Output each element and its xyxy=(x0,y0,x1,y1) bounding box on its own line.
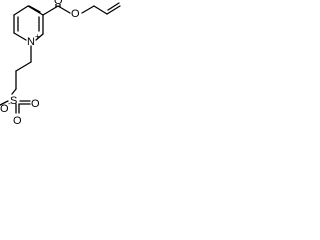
structure-canvas: O O N + S O O O - xyxy=(0,0,163,149)
label-mask-o-carbonyl xyxy=(53,0,63,4)
bond-carbonyl-o-ester xyxy=(57,5,71,14)
atom-o-anion: O xyxy=(0,103,9,115)
bond-s-o-anion xyxy=(0,100,9,106)
atom-o-sulfonyl-bottom: O xyxy=(31,98,40,110)
atom-o-sulfonyl-top: O xyxy=(13,115,22,127)
bond-ch-ch2-b xyxy=(107,2,120,11)
bond-ch2-ch xyxy=(93,5,108,15)
bond-o-ester-ch2 xyxy=(81,5,95,14)
atom-sulfur: S xyxy=(10,95,17,107)
bond-ch-ch2-a xyxy=(106,5,121,15)
ring-bond-n-c5 xyxy=(35,33,44,41)
atom-n-ring: N xyxy=(27,36,35,48)
atom-o-carbonyl: O xyxy=(54,0,63,7)
ring-bond-c3-n xyxy=(13,32,27,41)
atom-n-charge: + xyxy=(35,32,40,41)
atom-o-ester: O xyxy=(71,8,80,20)
ring-bond-c1-c2 xyxy=(13,5,29,16)
chemical-structure: O O N + S O O O - xyxy=(0,0,121,127)
bond-ring-carbonyl xyxy=(42,5,59,16)
bond-c3-s xyxy=(11,88,17,95)
bond-c1-c2 xyxy=(15,61,32,72)
ring-bond-c6-c1-inner xyxy=(28,5,41,13)
atom-o-anion-charge: - xyxy=(8,99,11,108)
